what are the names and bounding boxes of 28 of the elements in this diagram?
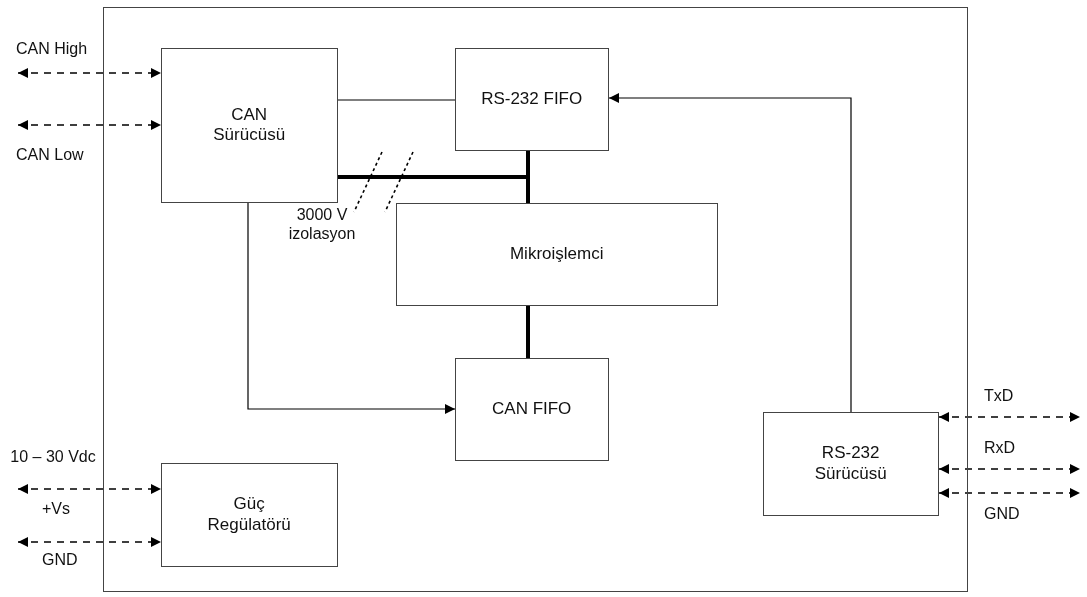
- block-box: [160, 47, 338, 203]
- bus-line: [526, 151, 530, 203]
- arrow: [938, 488, 1081, 498]
- connector-line: [337, 99, 456, 101]
- block-box: [762, 411, 939, 516]
- block-box: [160, 462, 338, 567]
- block-label: CAN FIFO: [491, 399, 573, 420]
- block-label: Mikroişlemci: [508, 244, 605, 265]
- arrow: [938, 412, 1081, 422]
- isolation-label: 3000 V izolasyon: [287, 205, 357, 244]
- device-enclosure: [103, 7, 968, 592]
- arrow: [247, 202, 456, 414]
- block-label: CAN Sürücüsü: [212, 104, 287, 146]
- arrow: [17, 120, 162, 130]
- block-label: Güç Regülatörü: [206, 494, 292, 536]
- block-box: [395, 202, 718, 306]
- block-label: RS-232 FIFO: [480, 89, 584, 110]
- arrow: [17, 537, 162, 547]
- signal-label: CAN High: [14, 40, 90, 58]
- arrow: [608, 93, 852, 413]
- arrow: [17, 68, 162, 78]
- block-label: RS-232 Sürücüsü: [813, 443, 888, 485]
- voltage-label: 10 – 30 Vdc: [9, 447, 97, 467]
- block-box: [454, 357, 609, 461]
- arrow: [938, 464, 1081, 474]
- block-box: [454, 47, 609, 151]
- bus-line: [526, 306, 530, 358]
- arrow: [17, 484, 162, 494]
